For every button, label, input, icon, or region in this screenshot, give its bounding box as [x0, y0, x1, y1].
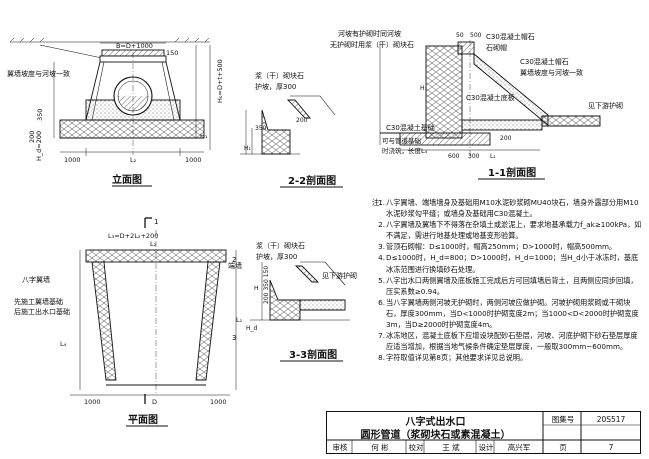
notes-list: 1.八字翼墙、端墙墙身及基础用M10水泥砂浆砌MU40块石，墙身外露部分用M10… — [372, 197, 642, 363]
plan-end-label: 端墙 — [228, 261, 242, 270]
plan-dim-d: D — [152, 398, 157, 406]
section-1-1-c30cap-label: C30混凝土帽石 — [520, 57, 569, 66]
plan-dim-1000-b: 1000 — [210, 398, 227, 406]
section-1-1-stone-label: 石砌帽 — [486, 43, 507, 52]
section-1-1-dim-200: 200 — [500, 135, 512, 142]
note-item: 5.八字出水口两侧翼墙及底板施工完成后方可回填墙后背土，且两侧应同步回填，压实系… — [378, 275, 638, 296]
section-1-1-dim-300: 300 — [468, 153, 480, 160]
section-3-3-apron-label: 见下游护砌 — [322, 271, 357, 280]
section-1-1-dim-l1: L₁ — [490, 153, 496, 160]
section-2-2 — [240, 95, 336, 155]
title-block-grid — [326, 411, 641, 454]
elevation-dim-200: 200 — [28, 131, 36, 143]
section-1-1-conn-label-2: 时浇筑，长度L₄ — [382, 146, 428, 155]
section-1-1-dim-500: 500 — [470, 32, 482, 39]
elevation-dim-b: B=D+1000 — [116, 42, 153, 50]
section-3-3-labels: 浆（干）砌块石 护坡，厚300 见下游护砌 200 350 150 H_d H … — [246, 241, 357, 361]
elevation-dim-150: 150 — [166, 49, 178, 57]
atlas-number: 20S517 — [596, 415, 626, 424]
elevation-dim-1000-right: 1000 — [185, 156, 202, 164]
section-3-3-title: 3-3剖面图 — [289, 348, 337, 361]
title-block-title: 八字式出水口 圆形管道（浆砌块石或素混凝土） — [327, 412, 544, 441]
elevation-title: 立面图 — [112, 173, 142, 186]
section-2-2-title: 2-2剖面图 — [288, 174, 336, 187]
note-item: 8.字符取值详见第8页；其他要求详见总说明。 — [378, 353, 528, 363]
elevation-slope-label: 翼墙坡度与河坡一致 — [7, 69, 70, 78]
section-3-3-dims: 200 350 150 — [263, 266, 270, 304]
section-3-3-dim-h: H — [254, 285, 259, 292]
title-line-1: 八字式出水口 — [405, 417, 466, 428]
elevation-dim-hd: H_d=200 — [35, 131, 43, 161]
section-2-2-mortar-label: 浆（干）砌块石 — [255, 71, 304, 80]
note-item: 2.八字翼墙及翼墙下不得落在杂填土或淤泥上，要求地基承载力f_ak≥100kPa… — [378, 220, 642, 241]
section-2-2-dim-350: 350 — [255, 125, 267, 132]
section-1-1-slope-label: 翼墙坡度与河坡一致 — [520, 68, 583, 77]
plan-dim-sub: L₂ — [150, 240, 157, 248]
checker-name: 王 斌 — [442, 443, 460, 452]
plan-dim-l4: L₄ — [60, 340, 67, 348]
section-1-1-apron-label: 见下游护砌 — [588, 101, 623, 110]
section-2-2-dim-h1: H₁ — [244, 145, 252, 152]
section-2-2-protect-label: 护坡，厚300 — [255, 82, 296, 91]
notes-header: 注： — [372, 198, 387, 207]
section-1-1-base-label: C30混凝土基础 — [386, 123, 435, 132]
check-label: 校对 — [408, 443, 424, 452]
section-1-1-dim-50: 50 — [456, 32, 464, 39]
page-label: 页 — [559, 443, 567, 452]
elevation-dim-l2: L₂ — [130, 156, 137, 164]
title-line-2: 圆形管道（浆砌块石或素混凝土） — [360, 430, 511, 441]
section-1-1-labels: 河坡有护砌时同河坡 无护砌时用浆（干）砌块石 50 500 C30混凝土帽石 石… — [330, 29, 623, 179]
section-1-1-dim-h1: H₁ — [420, 85, 428, 92]
note-item: 3.管顶石砌帽：D≤1000时，帽高250mm；D>1000时，帽高500mm。 — [378, 242, 617, 252]
elevation-labels: 翼墙坡度与河坡一致 B=D+1000 150 H₀=D+t+500 350 20… — [7, 42, 224, 186]
plan-dim-l1: L₁ — [236, 316, 243, 324]
plan-dim-top: L₃=D+2L₂+200 — [108, 232, 158, 240]
note-item: 7.冰冻地区，混凝土底板下应增设块配砂石垫层，河坡、河底护砌下砂石垫层厚度应适当… — [378, 331, 638, 352]
section-1-1 — [379, 40, 601, 160]
section-1-1-river-label: 河坡有护砌时同河坡 — [338, 29, 401, 38]
designer-name: 高兴军 — [507, 443, 531, 452]
section-3-3-dim-hd: H_d — [246, 325, 258, 332]
section-3-3-mortar-label: 浆（干）砌块石 — [256, 241, 305, 250]
plan-title: 平面图 — [128, 414, 158, 426]
section-2-2-labels: 浆（干）砌块石 护坡，厚300 350 200 H₁ 2-2剖面图 — [244, 71, 336, 187]
elevation-dim-1000-left: 1000 — [64, 156, 81, 164]
note-item: 1.八字翼墙、端墙墙身及基础用M10水泥砂浆砌MU40块石，墙身外露部分用M10… — [378, 198, 639, 219]
plan-section-mark-2: 2 — [232, 256, 236, 264]
plan-section-mark: 1 — [154, 218, 158, 226]
reviewer-name: 何 彬 — [371, 443, 389, 452]
design-label: 设计 — [478, 443, 494, 452]
plan-base-label-2: 后施工出水口基础 — [14, 307, 70, 316]
section-1-1-conn-label: 可与管道基础 — [382, 136, 422, 145]
section-2-2-dim-200: 200 — [296, 117, 308, 124]
section-1-1-dim-600: 600 — [448, 153, 460, 160]
section-3-3 — [250, 261, 350, 321]
page-number: 7 — [608, 443, 614, 452]
notes-block: 注： 1.八字翼墙、端墙墙身及基础用M10水泥砂浆砌MU40块石，墙身外露部分用… — [372, 197, 642, 363]
plan-wing-label: 八字翼墙 — [22, 275, 50, 284]
review-label: 审核 — [332, 443, 348, 452]
elevation-dim-h1: H₁ — [200, 132, 208, 140]
note-item: 6.当八字翼墙两侧河坡无护砌时，两侧河坡应做护砌。河坡护砌用浆砌或干砌块石，厚度… — [378, 297, 639, 330]
elevation-dim-h0: H₀=D+t+500 — [216, 59, 224, 103]
plan-base-label-1: 先施工翼墙基础 — [14, 297, 63, 306]
atlas-label: 图集号 — [551, 415, 575, 424]
plan-labels: L₃=D+2L₂+200 L₂ 1 2 3 八字翼墙 先施工翼墙基础 后施工出水… — [14, 218, 243, 426]
plan-section-mark-3: 3 — [232, 334, 236, 342]
plan-dim-1000-a: 1000 — [84, 398, 101, 406]
section-1-1-bottom-label: C30混凝土底板 — [466, 93, 515, 102]
section-1-1-title: 1-1剖面图 — [488, 166, 536, 179]
elevation-view — [9, 37, 211, 156]
title-block: 八字式出水口 圆形管道（浆砌块石或素混凝土） 图集号 20S517 页 7 审核… — [326, 411, 641, 454]
note-item: 4.D≤1000时，H_d=800；D>1000时，H_d=1000；当H_d小… — [378, 253, 639, 274]
section-3-3-protect-label: 护坡，厚300 — [256, 252, 297, 261]
plan-view — [70, 217, 237, 404]
section-1-1-river-label-2: 无护砌时用浆（干）砌块石 — [330, 40, 414, 49]
elevation-dim-350: 350 — [36, 109, 44, 121]
section-1-1-cap-label: C30混凝土帽石 — [486, 32, 535, 41]
